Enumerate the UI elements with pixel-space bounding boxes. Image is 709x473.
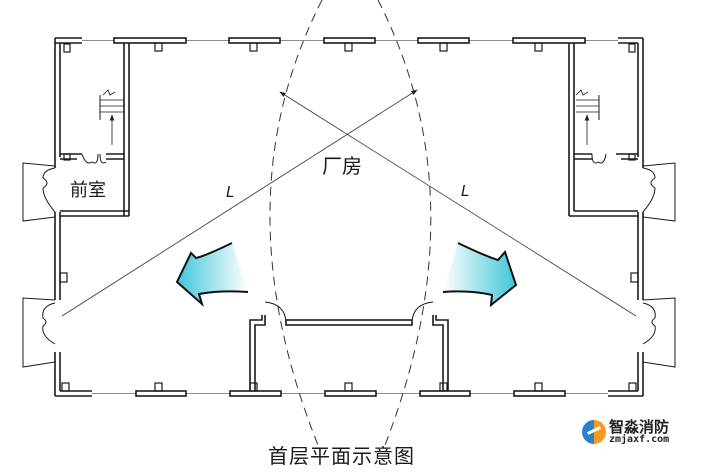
- distance-lines: [61, 89, 637, 317]
- wall-top: [55, 37, 643, 44]
- central-bay: [249, 301, 449, 392]
- watermark-url: zmjaxf.com: [609, 434, 670, 445]
- evacuation-arrow-right: [442, 242, 518, 308]
- exit-vestibules: [22, 162, 676, 368]
- evacuation-arrow-left: [175, 242, 249, 308]
- wall-bottom: [55, 390, 643, 397]
- logo-icon: [582, 420, 606, 444]
- watermark-name: 智淼消防: [609, 418, 670, 436]
- wall-right: [637, 38, 644, 396]
- radius-arcs: [269, 0, 432, 446]
- diagram-caption: 首层平面示意图: [268, 444, 415, 468]
- watermark: 智淼消防 zmjaxf.com: [582, 416, 702, 446]
- columns: [59, 42, 639, 392]
- wall-left: [54, 38, 61, 396]
- main-room-label: 厂房: [322, 154, 362, 178]
- stairwell-right: [568, 43, 638, 217]
- stairwell-left: [60, 43, 130, 217]
- distance-label-left: L: [226, 183, 235, 201]
- distance-label-right: L: [461, 182, 470, 200]
- anteroom-label: 前室: [70, 180, 106, 201]
